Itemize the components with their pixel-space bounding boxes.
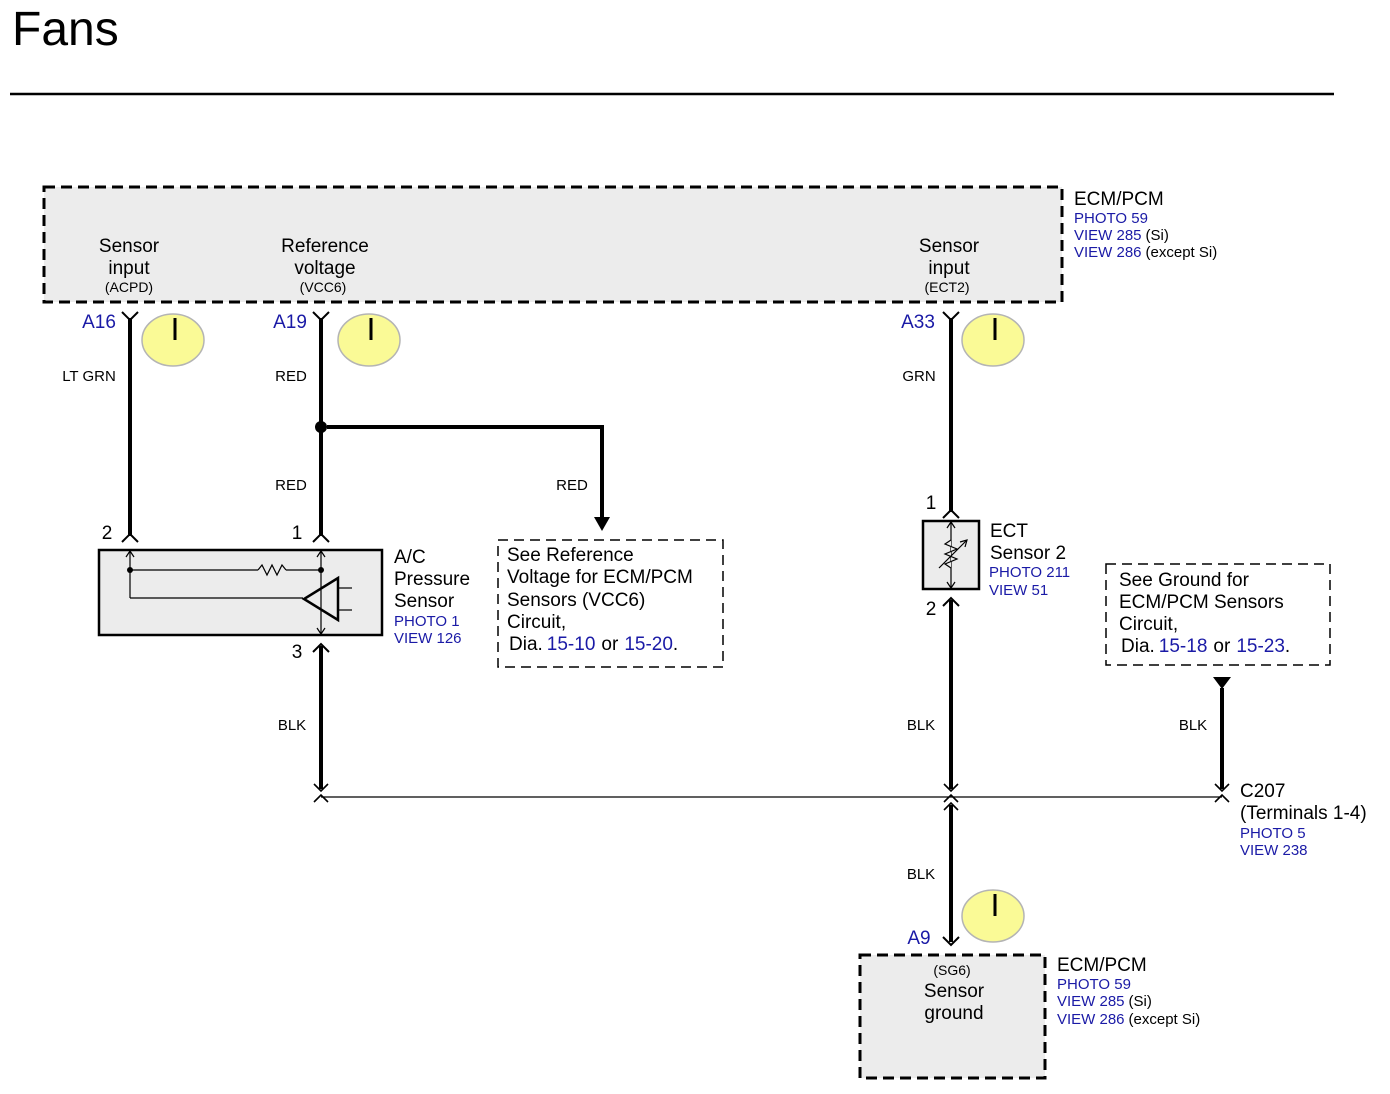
ac-sensor-name-2: Pressure [394, 569, 470, 590]
ecm-top-ref-1[interactable]: PHOTO 59 [1074, 210, 1148, 227]
ref-box-dia-link-a[interactable]: 15-10 [547, 634, 596, 655]
c207-bus [313, 793, 1230, 803]
wire-ect-blk [942, 596, 960, 793]
gnd-box-line-3: Circuit, [1119, 614, 1178, 635]
ect-pin-1: 1 [926, 493, 937, 514]
gnd-box-dia-link-b[interactable]: 15-23 [1236, 636, 1285, 657]
connector-view-icon-a19[interactable] [337, 313, 401, 367]
term-ect2-code: (ECT2) [924, 279, 969, 295]
ac-sensor-pin-2: 2 [102, 523, 113, 544]
ecm-bottom-code: (SG6) [933, 962, 970, 978]
ecm-pcm-bottom-module: (SG6) Sensor ground [858, 953, 1047, 1080]
wire-label-blk-ac: BLK [278, 717, 306, 734]
term-acpd-code: (ACPD) [105, 279, 153, 295]
term-vcc6-label-2: voltage [294, 258, 355, 279]
wire-label-red-branch: RED [556, 477, 588, 494]
wire-label-blk-gnd: BLK [1179, 717, 1207, 734]
wire-a19-red [312, 311, 610, 543]
ac-sensor-name-1: A/C [394, 547, 426, 568]
page-title: Fans [12, 3, 119, 56]
wire-a33-grn [942, 311, 960, 519]
splice-point-vcc6 [315, 421, 327, 433]
pin-a9: A9 [907, 928, 930, 949]
ecm-bottom-name: ECM/PCM [1057, 955, 1147, 976]
ac-sensor-ref-view[interactable]: VIEW 126 [394, 630, 462, 647]
ect-sensor-name-2: Sensor 2 [990, 543, 1066, 564]
term-vcc6-label-1: Reference [281, 236, 369, 257]
ecm-top-ref-3[interactable]: VIEW 286(except Si) [1074, 244, 1217, 261]
wire-label-blk-bottom: BLK [907, 866, 935, 883]
wire-sg6-blk [942, 801, 960, 947]
ref-box-line-2: Voltage for ECM/PCM [507, 567, 693, 588]
ecm-bottom-label-1: Sensor [924, 981, 985, 1002]
wire-label-grn: GRN [902, 368, 935, 385]
pin-a16: A16 [82, 312, 116, 333]
ect-sensor-name-1: ECT [990, 521, 1028, 542]
c207-ref-photo[interactable]: PHOTO 5 [1240, 825, 1306, 842]
ecm-bottom-box [858, 953, 1047, 1080]
term-ect2-label-2: input [928, 258, 970, 279]
ac-sensor-pin-1: 1 [292, 523, 303, 544]
ground-see-box: See Ground for ECM/PCM Sensors Circuit, … [1105, 563, 1331, 666]
ref-box-line-4: Circuit, [507, 612, 566, 633]
wire-ac-blk [312, 642, 330, 793]
ect-sensor-2 [921, 519, 981, 591]
pin-a19: A19 [273, 312, 307, 333]
ac-pressure-sensor [97, 548, 384, 637]
ref-box-dia-link-b[interactable]: 15-20 [624, 634, 673, 655]
ac-sensor-name-3: Sensor [394, 591, 455, 612]
ecm-bottom-ref-2[interactable]: VIEW 285(Si) [1057, 993, 1152, 1010]
wire-label-red-lower: RED [275, 477, 307, 494]
term-vcc6-code: (VCC6) [300, 279, 347, 295]
c207-ref-view[interactable]: VIEW 238 [1240, 842, 1308, 859]
gnd-box-dia-link-a[interactable]: 15-18 [1159, 636, 1208, 657]
ecm-pcm-top-module: ECM/PCM PHOTO 59 VIEW 285(Si) VIEW 286(e… [42, 185, 1217, 304]
c207-sub: (Terminals 1-4) [1240, 803, 1367, 824]
ref-box-line-1: See Reference [507, 545, 634, 566]
connector-view-icon-a33[interactable] [961, 313, 1025, 367]
term-acpd-label-2: input [108, 258, 150, 279]
ect-sensor-ref-view[interactable]: VIEW 51 [989, 582, 1048, 599]
term-acpd-label-1: Sensor [99, 236, 160, 257]
ref-box-line-3: Sensors (VCC6) [507, 590, 645, 611]
wire-ground-ref-blk [1213, 677, 1231, 793]
connector-view-icon-a9[interactable] [961, 889, 1025, 943]
ecm-bottom-ref-3[interactable]: VIEW 286(except Si) [1057, 1011, 1200, 1028]
ac-sensor-body [97, 548, 384, 637]
ac-sensor-resistor [257, 563, 287, 577]
ect-pin-2: 2 [926, 599, 937, 620]
gnd-box-line-1: See Ground for [1119, 570, 1250, 591]
wire-label-lt-grn: LT GRN [62, 368, 116, 385]
wire-label-red-upper: RED [275, 368, 307, 385]
ecm-bottom-label-2: ground [924, 1003, 983, 1024]
ac-sensor-ref-photo[interactable]: PHOTO 1 [394, 613, 460, 630]
wire-a16-lt-grn [121, 311, 139, 543]
ecm-bottom-ref-1[interactable]: PHOTO 59 [1057, 976, 1131, 993]
ac-sensor-amp-triangle [301, 575, 340, 623]
ecm-top-box [42, 185, 1064, 304]
ect-thermistor-symbol [943, 539, 959, 569]
ect-sensor-ref-photo[interactable]: PHOTO 211 [989, 564, 1070, 581]
c207-name: C207 [1240, 781, 1285, 802]
ref-voltage-see-box: See Reference Voltage for ECM/PCM Sensor… [497, 539, 724, 668]
ecm-top-name: ECM/PCM [1074, 189, 1164, 210]
connector-view-icon-a16[interactable] [141, 313, 205, 367]
pin-a33: A33 [901, 312, 935, 333]
ac-sensor-pin-3: 3 [292, 642, 303, 663]
term-ect2-label-1: Sensor [919, 236, 980, 257]
gnd-box-line-2: ECM/PCM Sensors [1119, 592, 1284, 613]
wire-label-blk-ect: BLK [907, 717, 935, 734]
ecm-top-ref-2[interactable]: VIEW 285(Si) [1074, 227, 1169, 244]
